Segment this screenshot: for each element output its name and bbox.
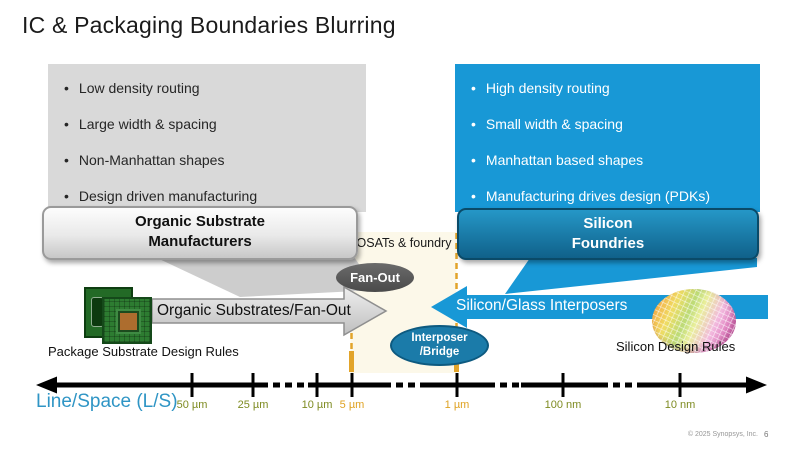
page-title: IC & Packaging Boundaries Blurring — [22, 12, 396, 38]
bullet-item: Manhattan based shapes — [469, 142, 760, 178]
wafer-grid-detail — [652, 289, 736, 353]
label-line: Foundries — [571, 234, 645, 252]
bullet-item: Non-Manhattan shapes — [62, 142, 366, 178]
bullet-item: High density routing — [469, 70, 760, 106]
axis-right-arrowhead — [746, 376, 767, 394]
package-chip-image — [102, 297, 152, 344]
bullet-item: Large width & spacing — [62, 106, 366, 142]
page-number: 6 — [764, 430, 769, 439]
fanout-label: Fan-Out — [350, 270, 400, 285]
interposer-bridge-ellipse: Interposer /Bridge — [390, 325, 489, 366]
axis-tick-label-5um: 5 µm — [339, 399, 365, 411]
bullet-item: Manufacturing drives design (PDKs) — [469, 178, 760, 214]
silicon-design-rules-caption: Silicon Design Rules — [616, 339, 736, 354]
gray-funnel-wedge — [155, 257, 377, 297]
label-line: Silicon — [583, 215, 633, 232]
right-panel-bullets: High density routing Small width & spaci… — [455, 64, 760, 214]
axis-tick-label-1um: 1 µm — [444, 399, 470, 411]
bullet-item: Small width & spacing — [469, 106, 760, 142]
silicon-interposers-arrow-label: Silicon/Glass Interposers — [456, 297, 628, 314]
bullet-item: Design driven manufacturing — [62, 178, 366, 214]
copyright-text: © 2025 Synopsys, Inc. — [687, 431, 758, 438]
label-line: Manufacturers — [148, 232, 252, 250]
chip-die-detail — [118, 311, 139, 332]
organic-substrates-arrow-label: Organic Substrates/Fan-Out — [157, 302, 351, 319]
label-line: Organic Substrate — [134, 213, 266, 230]
axis-tick-label-50um: 50 µm — [176, 399, 208, 411]
left-panel-bullets: Low density routing Large width & spacin… — [48, 64, 366, 214]
axis-tick-label-10um: 10 µm — [301, 399, 333, 411]
interposer-label-line: Interposer — [411, 332, 468, 345]
axis-tick-label-25um: 25 µm — [237, 399, 269, 411]
axis-left-arrowhead — [36, 376, 57, 394]
silicon-wafer-image — [652, 289, 736, 353]
fanout-ellipse: Fan-Out — [336, 263, 414, 292]
silicon-foundries-box: Silicon Foundries — [457, 208, 759, 260]
package-substrate-caption: Package Substrate Design Rules — [48, 344, 239, 359]
osats-foundry-label: OSATs & foundry — [356, 236, 452, 250]
blue-funnel-wedge — [505, 258, 757, 294]
organic-substrate-panel: Low density routing Large width & spacin… — [48, 64, 366, 212]
organic-substrate-manufacturers-box: Organic Substrate Manufacturers — [42, 206, 358, 260]
axis-title: Line/Space (L/S) — [36, 391, 178, 412]
interposer-label-line: /Bridge — [419, 345, 460, 358]
axis-tick-label-100nm: 100 nm — [544, 399, 582, 411]
organic-substrates-arrow — [151, 285, 388, 337]
axis-tick-label-10nm: 10 nm — [664, 399, 696, 411]
bullet-item: Low density routing — [62, 70, 366, 106]
line-space-axis — [36, 373, 767, 397]
silicon-foundry-panel: High density routing Small width & spaci… — [455, 64, 760, 212]
